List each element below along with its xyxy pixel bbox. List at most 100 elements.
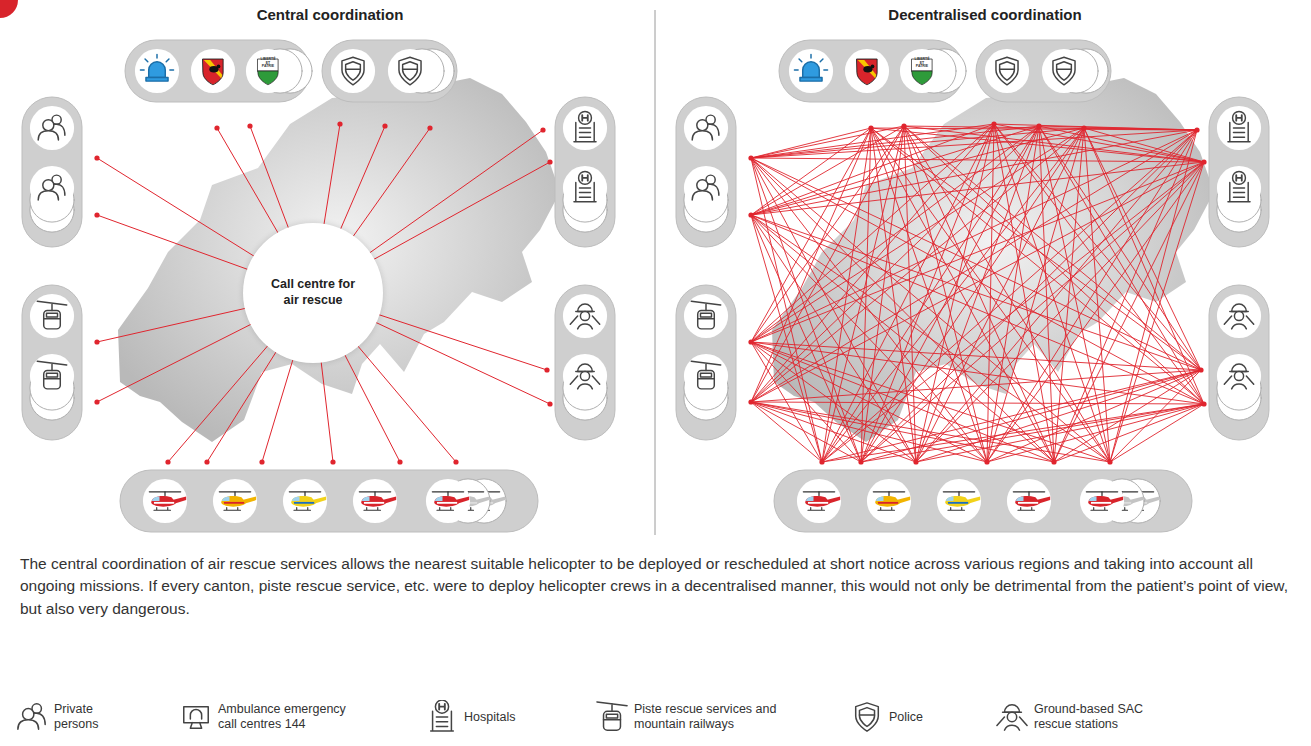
link-dot	[547, 159, 552, 164]
link-dot	[330, 459, 335, 464]
hub-label: Call centre for air rescue	[263, 277, 363, 308]
link-line	[751, 158, 916, 462]
legend-icon	[180, 700, 212, 734]
group-band	[774, 470, 1192, 532]
hospital-icon	[563, 166, 607, 210]
legend-item: Police	[851, 700, 949, 734]
legend-text: Police	[889, 710, 949, 725]
link-dot	[1107, 459, 1112, 464]
link-line	[822, 126, 1039, 462]
link-dot	[397, 459, 402, 464]
vaud-icon	[246, 49, 290, 93]
link-line	[751, 126, 904, 402]
police-icon	[856, 703, 879, 731]
link-line	[751, 215, 861, 462]
light-icon	[789, 49, 833, 93]
map-switzerland	[118, 74, 560, 442]
link-line	[751, 126, 1039, 158]
link-dot	[259, 459, 264, 464]
sac-icon	[563, 294, 607, 338]
legend-icon	[996, 700, 1028, 734]
caption: The central coordination of air rescue s…	[20, 553, 1300, 620]
hospital-icon	[431, 700, 454, 731]
link-line	[904, 126, 1197, 130]
link-dot	[1194, 127, 1199, 132]
link-dot	[1201, 159, 1206, 164]
link-line	[916, 126, 1039, 462]
link-line	[751, 128, 1084, 215]
gondola-icon	[597, 702, 627, 730]
link-line	[1054, 404, 1204, 462]
link-dot	[94, 339, 99, 344]
heli-icon	[1007, 479, 1051, 523]
link-dot	[427, 125, 432, 130]
link-dot	[94, 155, 99, 160]
link-line	[751, 128, 871, 158]
legend-item: Ground-based SAC rescue stations	[996, 700, 1164, 734]
link-dot	[544, 367, 549, 372]
link-line	[987, 370, 1201, 462]
link-line	[904, 126, 1204, 162]
link-line	[751, 215, 1054, 462]
police-icon	[331, 49, 375, 93]
link-line	[822, 130, 1197, 462]
panel-heading: Decentralised coordination	[825, 6, 1145, 23]
link-line	[987, 162, 1204, 462]
gondola-icon	[30, 354, 74, 398]
link-dot	[1081, 125, 1086, 130]
link-dot	[748, 155, 753, 160]
link-dot	[247, 123, 252, 128]
link-line	[751, 162, 1204, 342]
heli-icon	[143, 479, 187, 523]
link-line	[1084, 128, 1110, 462]
link-dot	[540, 127, 545, 132]
link-line	[751, 124, 994, 215]
link-line	[904, 126, 987, 462]
link-line	[916, 128, 1084, 462]
link-dot	[913, 459, 918, 464]
heli-icon	[867, 479, 911, 523]
legend-text: Hospitals	[464, 710, 544, 725]
person-icon	[684, 106, 728, 150]
link-dot	[748, 339, 753, 344]
legend-text: Private persons	[54, 702, 116, 732]
panel-heading: Central coordination	[170, 6, 490, 23]
hospital-icon	[1217, 106, 1261, 150]
link-dot	[382, 123, 387, 128]
legend-text: Ground-based SAC rescue stations	[1034, 702, 1164, 732]
link-line	[751, 128, 1084, 402]
link-line	[751, 130, 1197, 158]
heli-icon	[283, 479, 327, 523]
link-dot	[819, 459, 824, 464]
link-dot	[214, 125, 219, 130]
gondola-icon	[30, 294, 74, 338]
link-line	[871, 128, 1204, 404]
group-band	[22, 97, 82, 247]
group-band	[676, 285, 736, 440]
link-dot	[337, 121, 342, 126]
link-dot	[1198, 367, 1203, 372]
vaud-icon	[900, 49, 944, 93]
heli-icon	[353, 479, 397, 523]
gondola-icon	[684, 354, 728, 398]
link-line	[751, 342, 1204, 404]
sac-icon	[1217, 294, 1261, 338]
person-icon	[30, 166, 74, 210]
link-line	[751, 215, 1201, 370]
hospital-icon	[563, 106, 607, 150]
panel-divider	[655, 10, 656, 535]
link-line	[861, 162, 1204, 462]
link-line	[751, 130, 1197, 215]
link-dot	[868, 125, 873, 130]
heli-icon	[426, 479, 470, 523]
link-line	[751, 162, 1204, 402]
group-band	[555, 285, 615, 440]
link-dot	[94, 212, 99, 217]
link-line	[916, 404, 1204, 462]
link-line	[822, 126, 904, 462]
link-line	[987, 404, 1204, 462]
link-line	[861, 404, 1204, 462]
link-line	[751, 162, 1204, 215]
legend-icon	[16, 700, 48, 734]
link-line	[751, 158, 987, 462]
